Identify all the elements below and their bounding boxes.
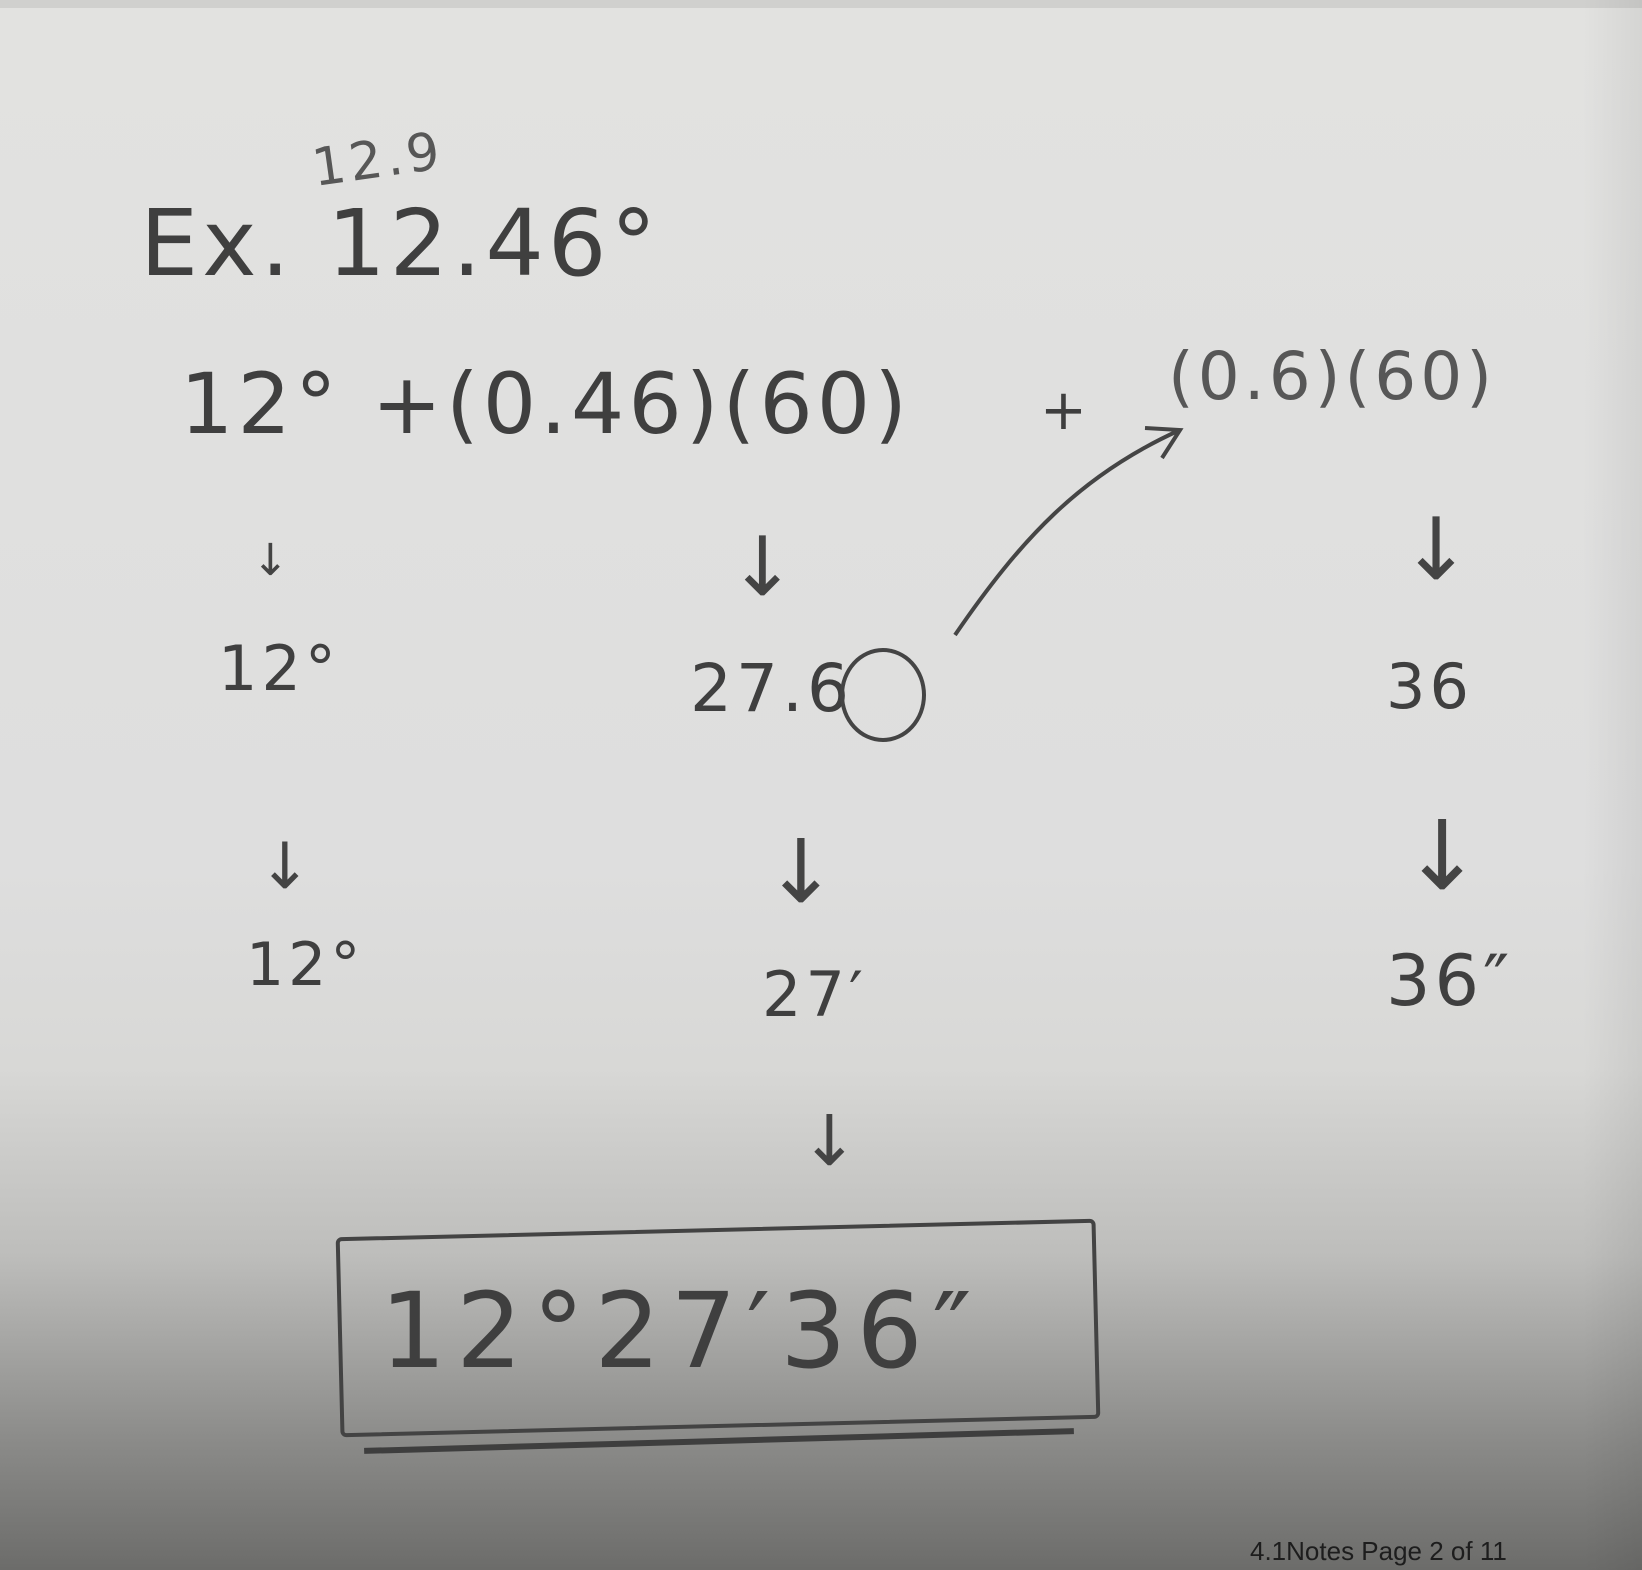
final-answer: 12°27′36″	[380, 1270, 982, 1392]
col1-step2: 12°	[246, 930, 365, 1000]
page-shadow	[1582, 0, 1642, 1570]
plus-sign: +	[1040, 378, 1091, 443]
col1-step1: 12°	[218, 632, 340, 705]
down-arrow-icon: ↓	[258, 830, 312, 904]
col3-step2: 36″	[1386, 940, 1514, 1022]
down-arrow-icon: ↓	[800, 1100, 859, 1182]
page-top-edge	[0, 0, 1642, 8]
down-arrow-icon: ↓	[764, 820, 838, 923]
down-arrow-icon: ↓	[1400, 500, 1473, 600]
circled-digit	[840, 648, 926, 742]
col3-step1: 36	[1386, 650, 1473, 723]
down-arrow-icon: ↓	[252, 535, 289, 586]
down-arrow-icon: ↓	[1402, 800, 1483, 912]
second-expression: (0.6)(60)	[1168, 338, 1496, 415]
col2-step1: 27.6	[690, 650, 853, 727]
page-footer: 4.1Notes Page 2 of 11	[1250, 1536, 1507, 1566]
expression: 12° +(0.46)(60)	[180, 355, 911, 453]
col2-step2: 27′	[762, 958, 867, 1031]
down-arrow-icon: ↓	[728, 520, 797, 615]
example-heading: Ex. 12.46°	[140, 190, 661, 297]
